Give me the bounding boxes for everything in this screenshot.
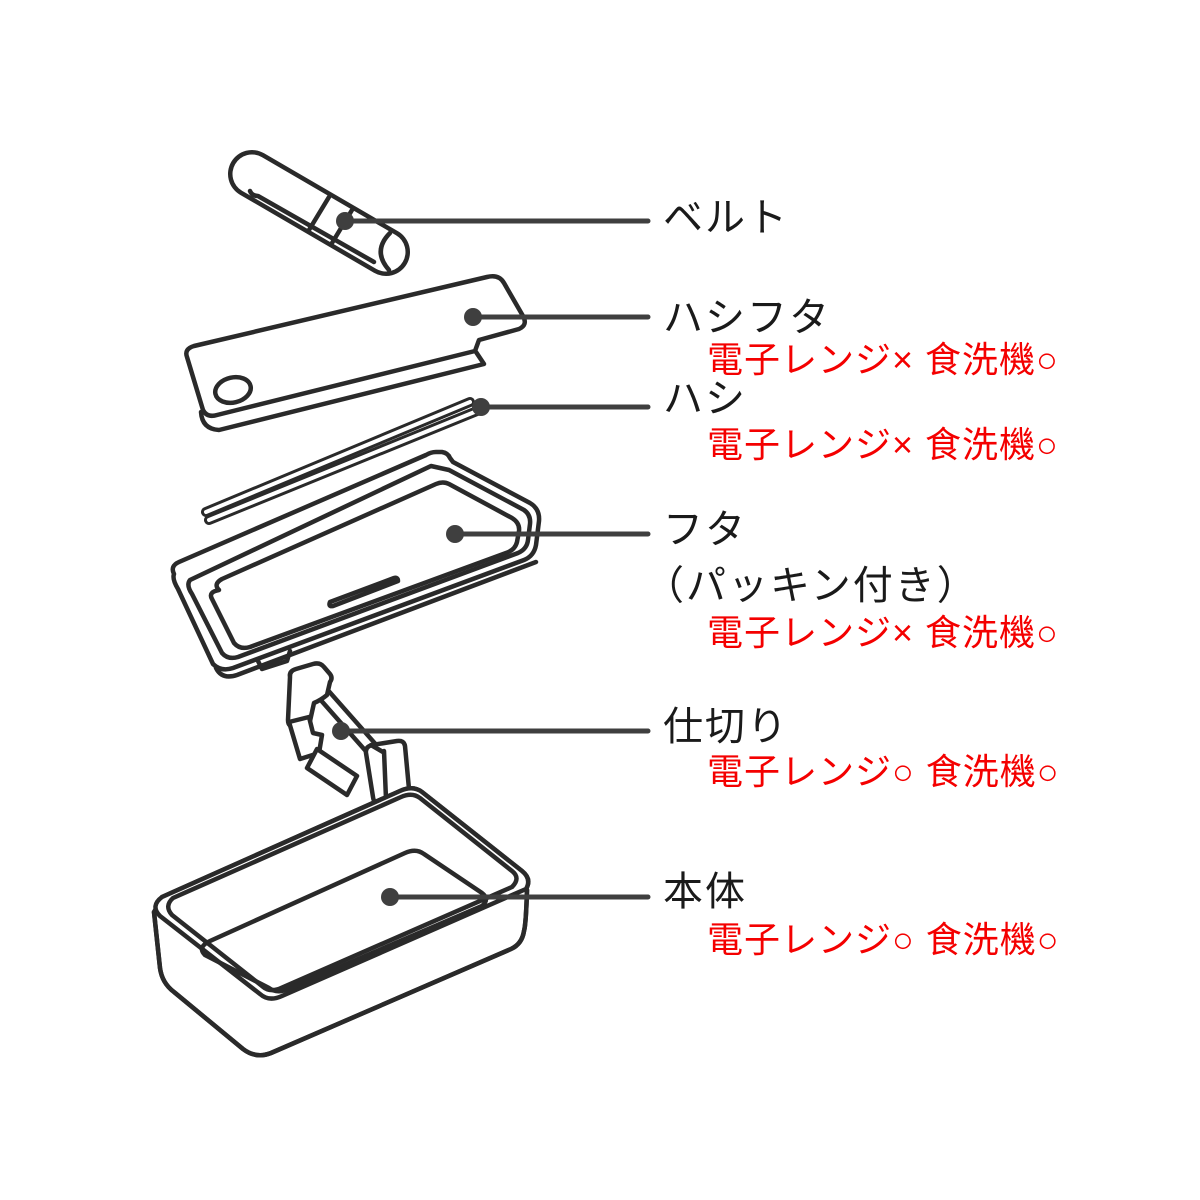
label-hashi: ハシ <box>663 377 747 421</box>
inner-lid-drawing <box>170 449 542 679</box>
body-floor-outline <box>199 848 489 994</box>
divider-lower-tab <box>304 746 360 798</box>
divider-flange-top-line <box>368 742 386 755</box>
leader-dot-belt <box>336 212 354 230</box>
chopsticks-drawing <box>201 397 482 525</box>
label-belt: ベルト <box>663 196 789 240</box>
note-hontai: 電子レンジ○ 食洗機○ <box>707 919 1060 960</box>
leader-dot-shikiri <box>332 722 350 740</box>
note-futa: 電子レンジ× 食洗機○ <box>707 612 1059 653</box>
chopstick-lid-drawing <box>184 274 528 433</box>
leader-dot-hontai <box>381 888 399 906</box>
chopstick-upper-fill <box>204 400 472 514</box>
divider-left-notch <box>286 714 325 762</box>
belt-segment-line-1 <box>306 194 332 233</box>
chopstick-lower-fill <box>207 409 479 522</box>
body-rim-inner <box>166 792 519 993</box>
divider-right-flange-fold-line <box>381 748 389 802</box>
inner-lid-vent-slot <box>327 575 401 609</box>
label-futa: フタ <box>663 508 747 552</box>
note-shikiri: 電子レンジ○ 食洗機○ <box>707 751 1060 792</box>
inner-lid-rim-line <box>186 463 533 661</box>
leader-lines <box>338 218 651 900</box>
chopstick-lid-thickness-line <box>198 349 487 433</box>
divider-drawing <box>285 661 412 806</box>
body-wall-bottom-line <box>151 887 530 1058</box>
belt-drawing <box>228 150 410 276</box>
leader-dot-hashi <box>472 398 490 416</box>
inner-lid-bottom-thickness-line <box>213 559 539 679</box>
leader-dot-futa <box>446 525 464 543</box>
label-hashifuta: ハシフタ <box>663 296 831 340</box>
label-hontai: 本体 <box>663 870 747 914</box>
label-shikiri: 仕切り <box>663 705 789 749</box>
inner-lid-outer-outline <box>170 449 542 672</box>
leader-dot-hashifuta <box>464 308 482 326</box>
body-drawing <box>151 786 531 1058</box>
leader-dots <box>332 212 490 906</box>
belt-thickness-line <box>247 188 377 265</box>
note-hashifuta: 電子レンジ× 食洗機○ <box>707 339 1059 380</box>
note-hashi: 電子レンジ× 食洗機○ <box>707 424 1059 465</box>
label-futa-sub: （パッキン付き） <box>644 564 979 608</box>
chopstick-lid-hole <box>212 374 254 406</box>
inner-lid-bottom-tab <box>255 648 293 672</box>
belt-end-fold-line <box>378 230 393 273</box>
